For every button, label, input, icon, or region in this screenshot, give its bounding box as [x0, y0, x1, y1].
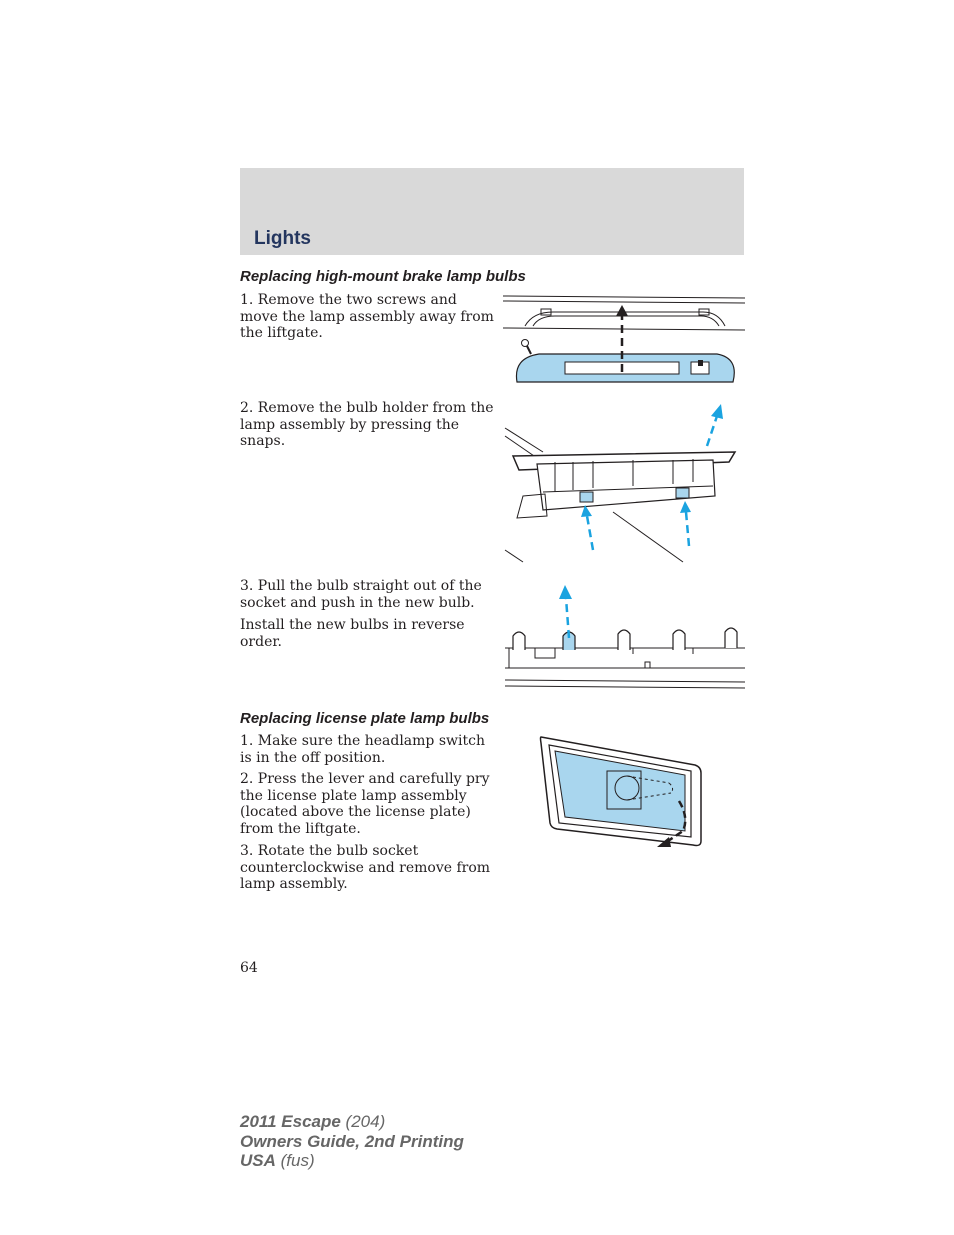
screw-icon: [521, 339, 532, 355]
high-mount-step-3: 3. Pull the bulb straight out of the soc…: [240, 578, 482, 611]
license-plate-step-1: 1. Make sure the headlamp switch is in t…: [240, 733, 485, 766]
footer-line-2: Owners Guide, 2nd Printing: [240, 1131, 464, 1151]
document-footer: 2011 Escape (204) Owners Guide, 2nd Prin…: [240, 1112, 464, 1171]
counterclockwise-arrow-icon: [657, 800, 687, 847]
dashed-up-arrow-icon: [705, 404, 723, 447]
section-title: Lights: [254, 228, 311, 249]
high-mount-heading: Replacing high-mount brake lamp bulbs: [240, 268, 526, 285]
dashed-up-arrow-icon: [680, 501, 691, 547]
high-mount-step-1: 1. Remove the two screws and move the la…: [240, 292, 494, 341]
dashed-up-arrow-icon: [616, 305, 628, 372]
license-plate-step-3: 3. Rotate the bulb socket counterclockwi…: [240, 843, 491, 892]
footer-line-3: USA (fus): [240, 1151, 315, 1170]
section-header-band: [240, 168, 744, 255]
footer-line-1: 2011 Escape (204): [240, 1112, 386, 1131]
license-plate-lamp-figure: [539, 736, 702, 847]
dashed-up-arrow-icon: [581, 505, 595, 551]
high-mount-note: Install the new bulbs in reverse order.: [240, 617, 465, 650]
bulb-replacement-figure: [504, 585, 745, 689]
page-number: 64: [240, 960, 258, 976]
dashed-up-arrow-icon: [559, 585, 572, 639]
license-plate-heading: Replacing license plate lamp bulbs: [240, 710, 490, 727]
high-mount-step-2: 2. Remove the bulb holder from the lamp …: [240, 400, 494, 449]
bulb-holder-snaps-figure: [504, 404, 737, 563]
license-plate-step-2: 2. Press the lever and carefully pry the…: [240, 771, 490, 837]
lamp-assembly-removal-figure: [503, 295, 745, 383]
